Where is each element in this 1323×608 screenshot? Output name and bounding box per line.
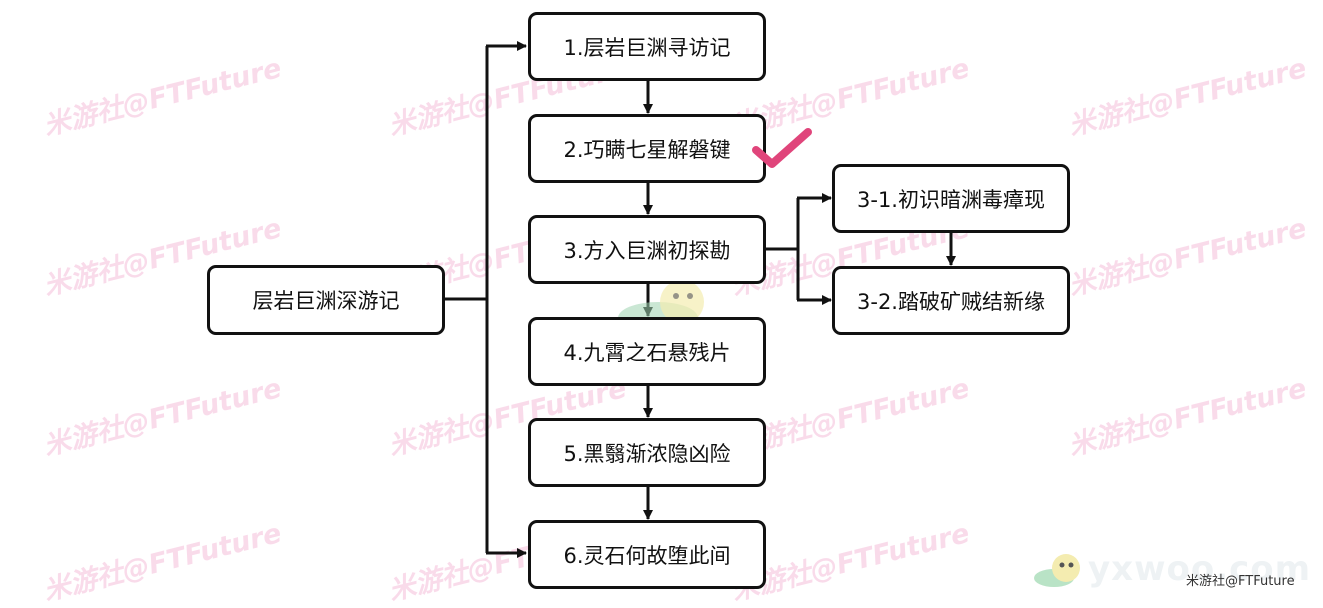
site-logo: yxwoo.com — [1032, 548, 1311, 590]
step-node-5: 5.黑翳渐浓隐凶险 — [528, 418, 766, 487]
step-node-1: 1.层岩巨渊寻访记 — [528, 12, 766, 81]
snail-mascot-icon — [1034, 554, 1080, 587]
step-node-4: 4.九霄之石悬残片 — [528, 317, 766, 386]
root-node: 层岩巨渊深游记 — [207, 265, 445, 335]
substep-node-1: 3-1.初识暗渊毒瘴现 — [832, 164, 1070, 233]
site-logo-text: yxwoo.com — [1088, 549, 1312, 589]
substep-node-label: 3-2.踏破矿贼结新缘 — [857, 289, 1045, 314]
root-node-label: 层岩巨渊深游记 — [252, 289, 400, 313]
substep-node-2: 3-2.踏破矿贼结新缘 — [832, 266, 1070, 335]
step-node-6: 6.灵石何故堕此间 — [528, 520, 766, 589]
step-node-label: 5.黑翳渐浓隐凶险 — [563, 441, 731, 466]
step-node-label: 6.灵石何故堕此间 — [563, 543, 731, 568]
checkmark-icon — [752, 128, 812, 168]
step-node-label: 4.九霄之石悬残片 — [563, 340, 731, 365]
substep-node-label: 3-1.初识暗渊毒瘴现 — [857, 187, 1045, 212]
step-node-label: 1.层岩巨渊寻访记 — [563, 35, 731, 60]
step-node-label: 3.方入巨渊初探勘 — [563, 238, 731, 263]
step-node-label: 2.巧瞒七星解磐键 — [563, 137, 731, 162]
step-node-2: 2.巧瞒七星解磐键 — [528, 114, 766, 183]
corner-credit: 米游社@FTFuture — [1186, 574, 1295, 589]
step-node-3: 3.方入巨渊初探勘 — [528, 215, 766, 284]
